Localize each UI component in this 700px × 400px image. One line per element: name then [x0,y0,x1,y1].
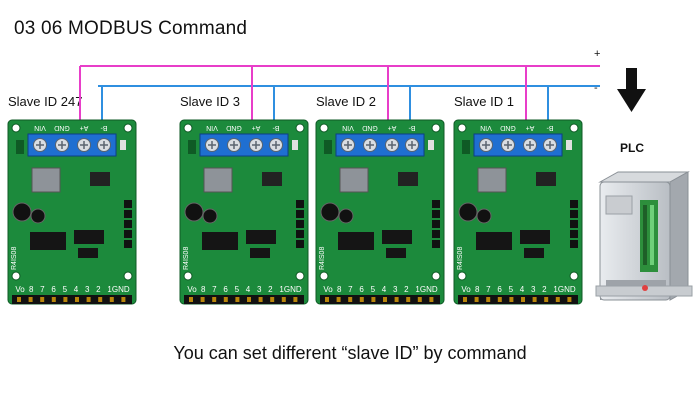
io-pin-label: 4 [382,285,387,294]
io-pin-label: Vo [461,285,471,294]
board-side-label: R4IS08 [183,247,190,270]
io-pin-label: 2 [268,285,273,294]
io-pin-label: 6 [497,285,502,294]
slave-label-1: Slave ID 1 [454,94,514,109]
slave-label-3: Slave ID 3 [180,94,240,109]
io-pin-label: 4 [246,285,251,294]
io-pin-label: 8 [337,285,342,294]
terminal-label: GND [362,124,378,131]
io-pin-label: 6 [223,285,228,294]
io-pin-label: 8 [29,285,34,294]
terminal-label: GND [226,124,242,131]
terminal-label: B- [546,124,554,131]
bus-minus-sign: - [594,82,598,94]
slave-label-247: Slave ID 247 [8,94,83,109]
io-pin-label: 5 [235,285,240,294]
io-pin-label: 1 [415,285,420,294]
io-pin-label: 8 [201,285,206,294]
io-pin-label: 7 [40,285,45,294]
io-pin-label: 6 [359,285,364,294]
arrow-down-icon [617,68,646,112]
terminal-label: B- [100,124,108,131]
io-pin-label: 7 [212,285,217,294]
terminal-label: GND [500,124,516,131]
io-pin-label: Vo [187,285,197,294]
terminal-label: A+ [80,124,89,131]
terminal-label: VIN [480,124,492,131]
io-pin-label: GND [420,285,438,294]
terminal-label: B- [272,124,280,131]
terminal-label: A+ [388,124,397,131]
terminal-label: VIN [34,124,46,131]
io-pin-label: GND [284,285,302,294]
io-pin-label: 1 [279,285,284,294]
terminal-label: A+ [526,124,535,131]
io-pin-label: 4 [520,285,525,294]
io-pin-label: 4 [74,285,79,294]
terminal-label: GND [54,124,70,131]
bus-plus-sign: + [594,48,601,60]
terminal-label: B- [408,124,416,131]
io-pin-label: Vo [323,285,333,294]
plc-device [595,171,693,301]
io-pin-label: 6 [51,285,56,294]
io-pin-label: 5 [371,285,376,294]
io-pin-label: 1 [107,285,112,294]
io-pin-label: Vo [15,285,25,294]
plc-label: PLC [620,141,644,155]
io-pin-label: 5 [509,285,514,294]
io-pin-label: 1 [553,285,558,294]
caption: You can set different “slave ID” by comm… [173,343,527,363]
terminal-label: VIN [206,124,218,131]
terminal-label: A+ [252,124,261,131]
board-side-label: R4IS08 [457,247,464,270]
io-pin-label: 2 [542,285,547,294]
io-pin-label: GND [112,285,130,294]
board-side-label: R4IS08 [319,247,326,270]
io-pin-label: 5 [63,285,68,294]
io-pin-label: 2 [96,285,101,294]
io-pin-label: 8 [475,285,480,294]
board-side-label: R4IS08 [11,247,18,270]
io-pin-label: 2 [404,285,409,294]
io-pin-label: 7 [348,285,353,294]
io-pin-label: 3 [257,285,262,294]
io-pin-label: 7 [486,285,491,294]
io-pin-label: 3 [85,285,90,294]
io-pin-label: GND [558,285,576,294]
page-title: 03 06 MODBUS Command [14,18,248,39]
terminal-label: VIN [342,124,354,131]
io-pin-label: 3 [531,285,536,294]
io-pin-label: 3 [393,285,398,294]
slave-label-2: Slave ID 2 [316,94,376,109]
